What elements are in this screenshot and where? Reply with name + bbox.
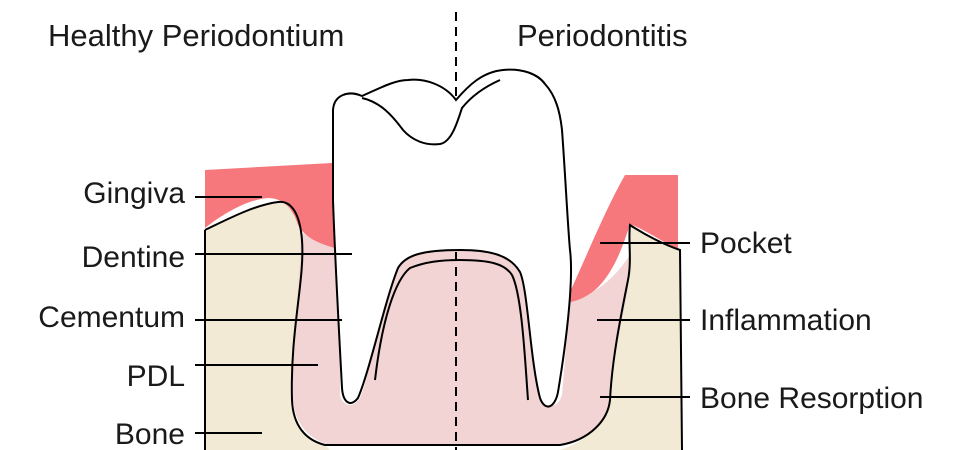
label-pdl: PDL: [127, 360, 185, 393]
label-inflammation: Inflammation: [700, 304, 872, 337]
label-dentine: Dentine: [82, 241, 185, 274]
title-healthy: Healthy Periodontium: [48, 18, 344, 53]
label-cementum: Cementum: [38, 301, 185, 334]
label-pocket: Pocket: [700, 227, 792, 260]
label-bone-resorption: Bone Resorption: [700, 382, 923, 415]
title-periodontitis: Periodontitis: [517, 18, 688, 53]
label-bone: Bone: [115, 418, 185, 450]
label-gingiva: Gingiva: [83, 177, 185, 210]
